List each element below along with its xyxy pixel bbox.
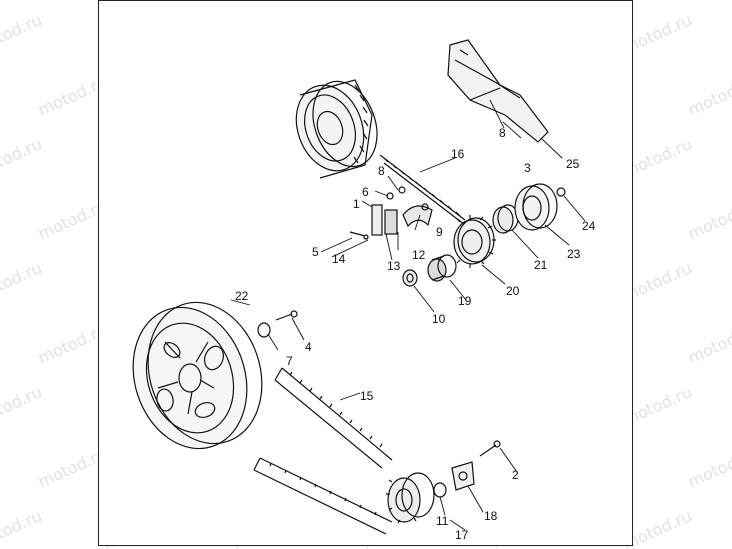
callout-25: 25 bbox=[566, 157, 580, 171]
callout-1: 1 bbox=[353, 197, 360, 211]
nut-part bbox=[556, 187, 566, 197]
callout-16: 16 bbox=[451, 147, 465, 161]
compensator-sprocket-part bbox=[453, 215, 496, 268]
chain-tensioner-parts bbox=[349, 186, 433, 240]
callout-5: 5 bbox=[312, 245, 319, 259]
callout-19: 19 bbox=[458, 294, 472, 308]
pulley-bolt-parts bbox=[257, 310, 298, 338]
callout-18: 18 bbox=[484, 509, 498, 523]
callout-2: 2 bbox=[512, 468, 519, 482]
callout-23: 23 bbox=[567, 247, 581, 261]
callout-15: 15 bbox=[360, 389, 374, 403]
callout-14: 14 bbox=[332, 252, 346, 266]
callout-17: 17 bbox=[455, 528, 469, 542]
callout-8-upper: 8 bbox=[378, 164, 385, 178]
splined-hub-part bbox=[427, 254, 457, 282]
callout-21: 21 bbox=[534, 258, 548, 272]
drive-belt-part bbox=[253, 367, 393, 535]
fender-bracket-part bbox=[447, 39, 549, 143]
clutch-drum-part bbox=[295, 79, 378, 179]
primary-chain-part bbox=[379, 154, 470, 229]
callout-11: 11 bbox=[436, 514, 449, 528]
rear-pulley-part bbox=[132, 301, 263, 450]
callout-9: 9 bbox=[436, 225, 443, 239]
callout-10: 10 bbox=[432, 312, 446, 326]
callout-12: 12 bbox=[412, 248, 426, 262]
callout-22: 22 bbox=[235, 289, 249, 303]
callout-24: 24 bbox=[582, 219, 596, 233]
washer-part bbox=[402, 269, 418, 287]
pulley-retainer-parts bbox=[433, 440, 501, 498]
callout-3: 3 bbox=[524, 161, 531, 175]
callout-20: 20 bbox=[506, 284, 520, 298]
front-pulley-part bbox=[386, 472, 435, 524]
callout-13: 13 bbox=[387, 259, 401, 273]
callout-6: 6 bbox=[362, 185, 369, 199]
callout-8-right: 8 bbox=[499, 126, 506, 140]
sliding-cam-parts bbox=[492, 183, 558, 234]
leader-lines bbox=[230, 99, 586, 531]
callout-7: 7 bbox=[286, 354, 293, 368]
callout-4: 4 bbox=[305, 340, 312, 354]
